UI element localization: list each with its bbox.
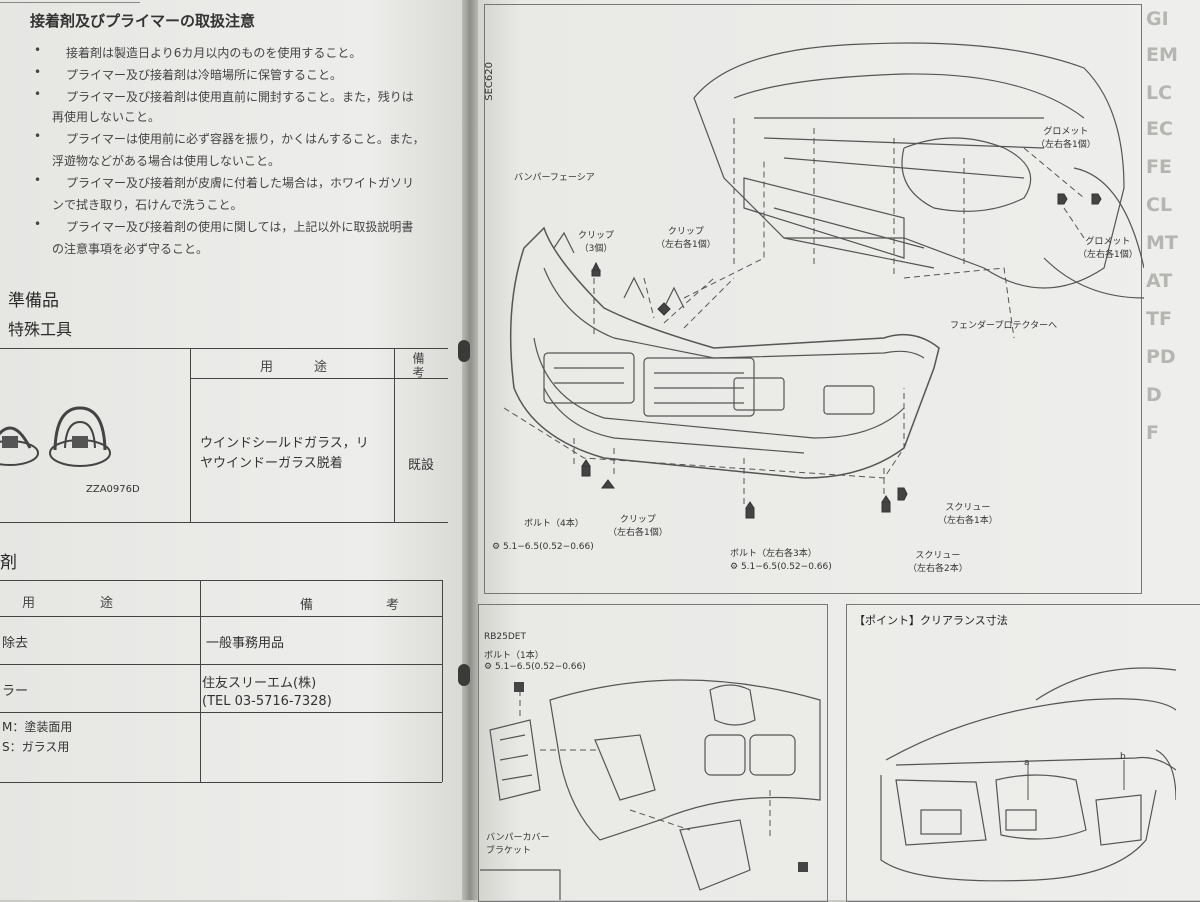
tool-code: ZZA0976D — [86, 484, 140, 495]
clearance-mark-b: b — [1120, 752, 1126, 762]
bullet-text: プライマー及び接着剤は使用直前に開封すること。また，残りは — [66, 90, 414, 104]
bullet-text: ンで拭き取り，石けんで洗うこと。 — [52, 198, 243, 212]
section-title: 準備品 — [8, 291, 59, 311]
label-bumper-fascia: バンパーフェーシア — [514, 173, 595, 183]
torque-wrench-icon: ⚙ — [484, 662, 495, 672]
tools-col-use: 用 途 — [260, 360, 342, 375]
bullet-dot: • — [34, 173, 42, 187]
left-page: 接着剤及びプライマーの取扱注意 • 接着剤は製造日より6カ月以内のものを使用する… — [0, 0, 462, 900]
label-bolt-lr3: ボルト（左右各3本） — [730, 549, 817, 559]
main-diagram-frame — [484, 4, 1142, 594]
materials-row3-use-line1: M：塗装面用 — [2, 720, 73, 734]
label-bolt-1: ボルト（1本） — [484, 651, 544, 661]
label-bolt-4: ボルト（4本） — [524, 519, 584, 529]
label-screw-lr1: スクリュー （左右各1本） — [938, 503, 998, 526]
label-fender-protector: フェンダープロテクターへ — [950, 321, 1058, 331]
bullet-dot: • — [34, 129, 42, 143]
top-rule — [0, 2, 140, 3]
materials-row2-note-line1: 住友スリーエム(株) — [202, 676, 317, 691]
tab-d[interactable]: D — [1146, 384, 1162, 406]
subsection-title: 特殊工具 — [8, 320, 73, 339]
tools-col-note: 備考 — [411, 352, 425, 380]
materials-title: 剤 — [0, 553, 17, 573]
materials-row2-note-line2: (TEL 03-5716-7328) — [202, 694, 332, 709]
tool-use-line2: ヤウインドーガラス脱着 — [200, 456, 343, 471]
label-bumper-cover-bracket: バンパーカバー ブラケット — [486, 833, 550, 856]
front-bumper-exploded-diagram — [503, 42, 1144, 519]
label-clip-3: クリップ （3個） — [578, 231, 615, 254]
suction-cup-tool-icon — [0, 406, 111, 467]
tab-lc[interactable]: LC — [1146, 82, 1173, 104]
label-torque-2: ⚙ 5.1−6.5(0.52−0.66) — [730, 562, 832, 572]
label-grommet-right: グロメット （左右各1個） — [1078, 237, 1138, 260]
torque-wrench-icon: ⚙ — [730, 562, 741, 572]
tab-ec[interactable]: EC — [1146, 118, 1173, 140]
tab-fe[interactable]: FE — [1146, 156, 1172, 178]
tab-at[interactable]: AT — [1146, 270, 1173, 292]
tool-note: 既設 — [408, 458, 435, 473]
bullet-text: の注意事項を必ず守ること。 — [52, 242, 209, 256]
bullet-text: プライマー及び接着剤は冷暗場所に保管すること。 — [66, 68, 343, 82]
bullet-text: 接着剤は製造日より6カ月以内のものを使用すること。 — [66, 46, 362, 60]
label-grommet-top: グロメット （左右各1個） — [1036, 127, 1096, 150]
tab-gi[interactable]: GI — [1146, 8, 1169, 30]
bullet-dot: • — [34, 87, 42, 101]
tab-pd[interactable]: PD — [1146, 346, 1176, 368]
book-gutter — [458, 0, 478, 900]
tab-mt[interactable]: MT — [1146, 232, 1178, 254]
clearance-mark-a: a — [1024, 758, 1030, 768]
label-screw-lr2: スクリュー （左右各2本） — [908, 551, 968, 574]
clearance-diagram — [880, 667, 1176, 882]
materials-row2-use: ラー — [2, 684, 29, 699]
bullet-text: プライマー及び接着剤が皮膚に付着した場合は，ホワイトガソリ — [66, 176, 415, 190]
materials-row1-note: 一般事務用品 — [206, 636, 285, 651]
bullet-dot: • — [34, 65, 42, 79]
tool-use-line1: ウインドシールドガラス，リ — [200, 436, 369, 451]
tab-em[interactable]: EM — [1146, 44, 1178, 66]
clearance-title: 【ポイント】クリアランス寸法 — [854, 614, 1008, 627]
bullet-text: 再使用しないこと。 — [52, 110, 161, 124]
tab-f[interactable]: F — [1146, 422, 1159, 444]
bullet-dot: • — [34, 217, 42, 231]
materials-row3-use-line2: S：ガラス用 — [2, 740, 70, 754]
bumper-bracket-diagram — [480, 679, 821, 900]
page-heading: 接着剤及びプライマーの取扱注意 — [30, 12, 256, 30]
materials-col-note: 備 考 — [300, 598, 430, 613]
torque-wrench-icon: ⚙ — [492, 542, 503, 552]
tab-cl[interactable]: CL — [1146, 194, 1173, 216]
right-page — [478, 0, 1200, 900]
bullet-text: 浮遊物などがある場合は使用しないこと。 — [52, 154, 281, 168]
label-clip-lr1-bottom: クリップ （左右各1個） — [608, 515, 668, 538]
bullet-dot: • — [34, 43, 42, 57]
bullet-text: プライマーは使用前に必ず容器を振り，かくはんすること。また， — [66, 132, 425, 146]
materials-col-use: 用 途 — [22, 596, 140, 611]
engine-code: RB25DET — [484, 632, 526, 642]
label-clip-lr1-top: クリップ （左右各1個） — [656, 227, 716, 250]
label-torque-1: ⚙ 5.1−6.5(0.52−0.66) — [492, 542, 594, 552]
tab-tf[interactable]: TF — [1146, 308, 1172, 330]
label-torque-sub: ⚙ 5.1−6.5(0.52−0.66) — [484, 662, 586, 672]
bullet-text: プライマー及び接着剤の使用に関しては，上記以外に取扱説明書 — [66, 220, 414, 234]
materials-row1-use: 除去 — [2, 636, 29, 651]
